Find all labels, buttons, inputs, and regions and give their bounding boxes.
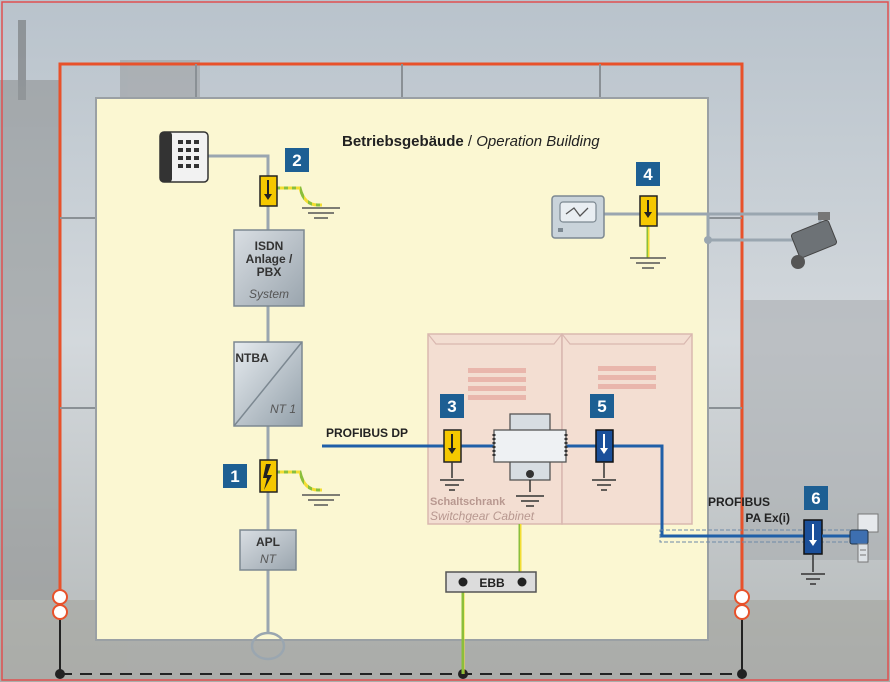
badge-6-label: 6 (811, 489, 820, 508)
profibus-dp-label: PROFIBUS DP (326, 426, 408, 440)
ground-node-left (55, 669, 65, 679)
ebb-bar: EBB (446, 572, 536, 592)
svg-text:NTBA: NTBA (235, 351, 269, 365)
switchgear-cabinet-right (562, 334, 692, 524)
isdn-pbx-box: ISDN Anlage / PBX System (234, 230, 304, 306)
profibus-pa-label-1: PROFIBUS (708, 495, 770, 509)
profibus-pa-label-2: PA Ex(i) (745, 511, 790, 525)
badge-3-label: 3 (447, 397, 456, 416)
telephone-icon (160, 132, 208, 182)
badge-5-label: 5 (597, 397, 606, 416)
badge-4-label: 4 (643, 165, 653, 184)
cabinet-label-en: Switchgear Cabinet (430, 509, 535, 523)
svg-text:PBX: PBX (257, 265, 282, 279)
badge-2-label: 2 (292, 151, 301, 170)
ntba-box: NTBA NT 1 (234, 342, 302, 426)
svg-text:ISDN: ISDN (255, 239, 284, 253)
svg-text:NT 1: NT 1 (270, 402, 296, 416)
badge-1-label: 1 (230, 467, 239, 486)
building-title: Betriebsgebäude / Operation Building (342, 133, 600, 150)
arrester-6 (801, 520, 825, 584)
svg-text:NT: NT (260, 552, 278, 566)
svg-text:System: System (249, 287, 289, 301)
video-junction (704, 236, 712, 244)
monitor-icon (552, 196, 604, 238)
svg-text:EBB: EBB (479, 576, 505, 590)
svg-text:Anlage /: Anlage / (246, 252, 293, 266)
svg-text:APL: APL (256, 535, 280, 549)
apl-box: APL NT (240, 530, 296, 570)
cabinet-label: Schaltschrank (430, 496, 506, 508)
ground-node-right (737, 669, 747, 679)
